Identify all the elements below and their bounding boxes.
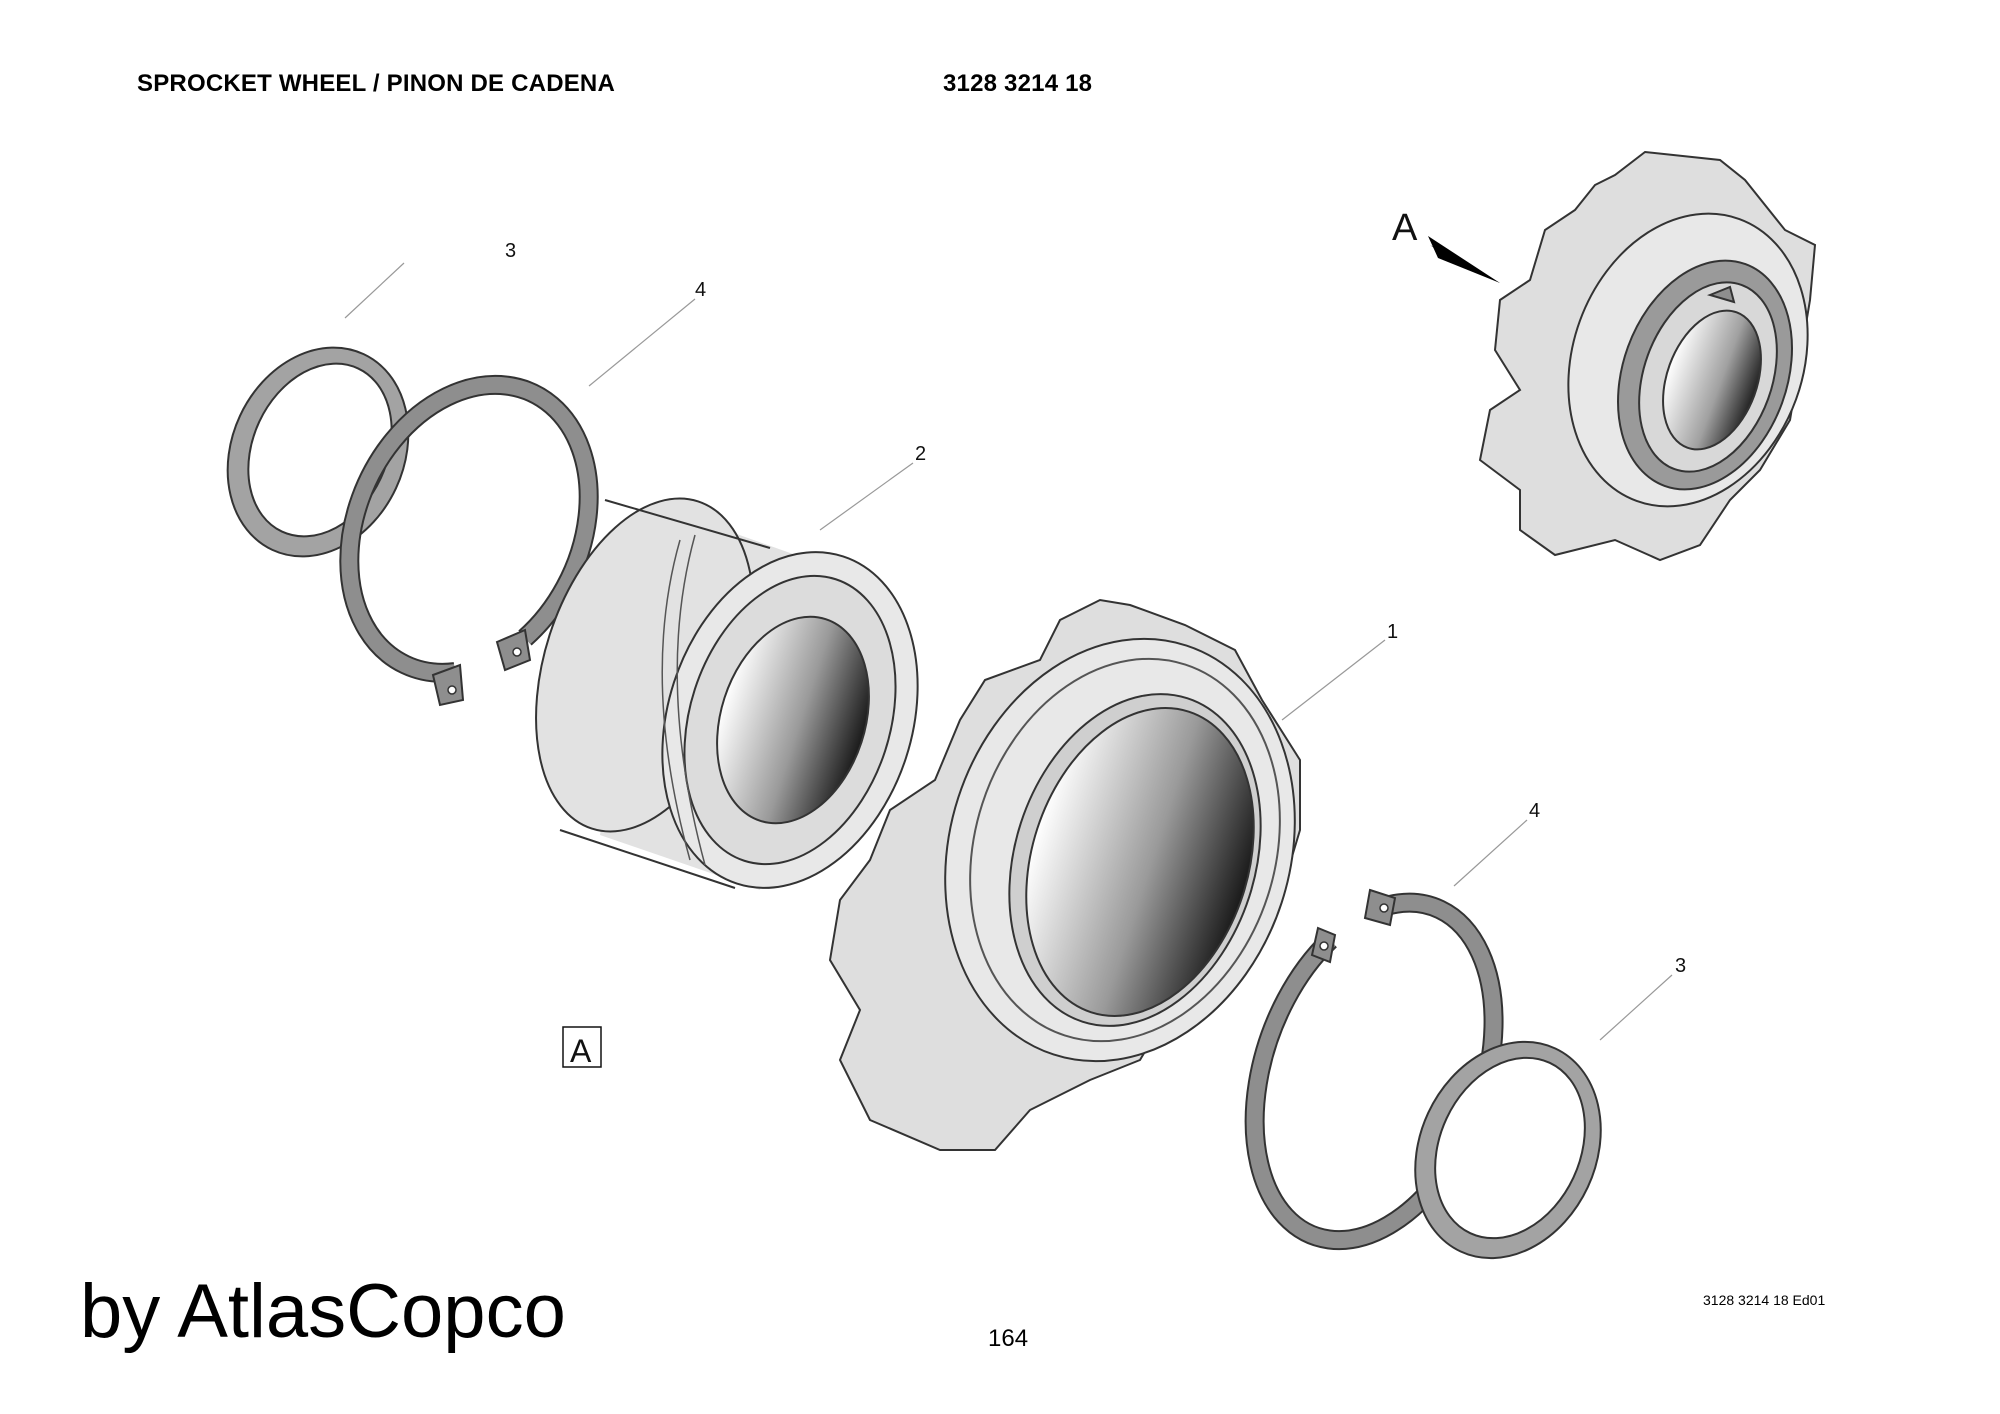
leader-lines: [344, 262, 1673, 1041]
view-arrow: [1428, 236, 1500, 283]
document-number: 3128 3214 18: [943, 70, 1093, 97]
spacer-ring-bottom: [1414, 1040, 1602, 1260]
view-marker-label: A: [1392, 207, 1418, 249]
page-number: 164: [988, 1325, 1029, 1352]
callout-3-top: 3: [505, 240, 516, 262]
page-title: SPROCKET WHEEL / PINON DE CADENA: [137, 70, 615, 97]
sprocket-wheel: [828, 598, 1301, 1151]
callout-1: 1: [1387, 621, 1398, 643]
view-box-label: A: [570, 1033, 592, 1069]
circlip-top: [339, 374, 599, 707]
circlip-bottom: [1244, 888, 1504, 1251]
callout-4-bottom: 4: [1529, 800, 1540, 822]
view-box: [562, 1026, 602, 1068]
spacer-ring-top: [226, 346, 410, 558]
callout-4-top: 4: [695, 279, 706, 301]
callout-3-bottom: 3: [1675, 955, 1686, 977]
bearing: [535, 497, 919, 890]
callout-2: 2: [915, 443, 926, 465]
brand-text: by AtlasCopco: [80, 1269, 566, 1354]
assembled-view: [1478, 150, 1817, 562]
reference-code: 3128 3214 18 Ed01: [1703, 1292, 1826, 1308]
